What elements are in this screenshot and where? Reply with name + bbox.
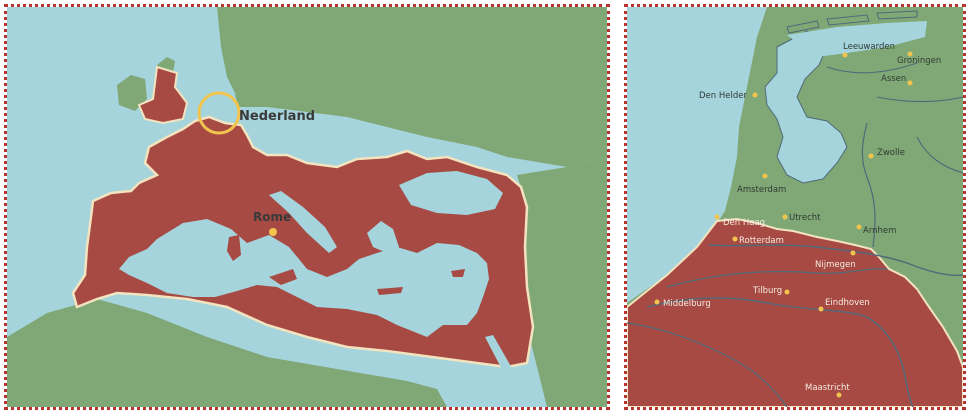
city-label-rotterdam: Rotterdam [739, 236, 784, 246]
ireland [117, 75, 147, 111]
cyprus [451, 269, 465, 277]
aegean-sea [367, 221, 399, 253]
detail-map-svg: Leeuwarden Groningen Assen Den Helder Zw… [627, 7, 963, 407]
mediterranean-sea [119, 219, 489, 337]
crete [377, 287, 403, 295]
ijsselmeer [764, 30, 848, 184]
wadden-islands [786, 10, 918, 34]
city-label-den-helder: Den Helder [699, 91, 747, 101]
river-rhine [708, 244, 963, 277]
city-dot-arnhem [856, 224, 862, 230]
city-dot-den-haag [714, 214, 720, 220]
roman-empire-overview-map: Nederland Rome [4, 4, 610, 410]
sicily [269, 269, 297, 285]
black-sea [399, 171, 503, 215]
city-dot-zwolle [868, 153, 874, 159]
roman-empire-territory [137, 65, 189, 125]
city-dot-amsterdam [762, 173, 768, 179]
rome-label: Rome [253, 210, 291, 224]
overview-map-svg: Nederland Rome [7, 7, 607, 407]
city-dot-middelburg [654, 299, 660, 305]
city-label-leeuwarden: Leeuwarden [843, 42, 895, 52]
city-dot-eindhoven [818, 306, 824, 312]
scandinavia [233, 7, 347, 85]
city-label-middelburg: Middelburg [663, 299, 711, 309]
north-coast-channels [826, 62, 963, 174]
city-dot-leeuwarden [842, 52, 848, 58]
city-dot-groningen [907, 51, 913, 57]
city-label-amsterdam: Amsterdam [737, 185, 786, 195]
city-label-eindhoven: Eindhoven [825, 298, 870, 308]
city-label-tilburg: Tilburg [752, 286, 782, 296]
city-label-zwolle: Zwolle [877, 148, 905, 158]
city-label-assen: Assen [881, 74, 906, 84]
netherlands-detail-map: Leeuwarden Groningen Assen Den Helder Zw… [624, 4, 966, 410]
netherlands-label: Nederland [239, 109, 315, 124]
wadden-sea [787, 21, 927, 57]
eastern-land [517, 157, 607, 407]
adriatic-sea [269, 191, 337, 253]
netherlands-highlight-circle [197, 91, 241, 135]
red-sea [485, 335, 537, 407]
city-dot-den-helder [752, 92, 758, 98]
city-dot-tilburg [784, 289, 790, 295]
city-label-groningen: Groningen [897, 56, 941, 66]
city-label-maastricht: Maastricht [805, 383, 850, 393]
africa-land [7, 299, 447, 407]
city-label-nijmegen: Nijmegen [815, 260, 856, 270]
river-maas [646, 297, 914, 407]
roman-territory-south [627, 217, 963, 407]
sardinia [227, 235, 241, 261]
river-ijssel [861, 122, 876, 248]
city-label-den-haag: Den Haag [723, 218, 765, 228]
river-scheldt [627, 322, 788, 407]
city-dot-nijmegen [850, 250, 856, 256]
city-dot-assen [907, 80, 913, 86]
river-waal [666, 268, 888, 288]
city-dot-rotterdam [732, 236, 738, 242]
northern-europe-land [217, 7, 607, 167]
city-dots [654, 51, 913, 398]
city-dot-maastricht [836, 392, 842, 398]
city-label-utrecht: Utrecht [789, 213, 821, 223]
city-dot-utrecht [782, 214, 788, 220]
city-label-arnhem: Arnhem [863, 226, 896, 236]
rome-city-dot [269, 228, 277, 236]
